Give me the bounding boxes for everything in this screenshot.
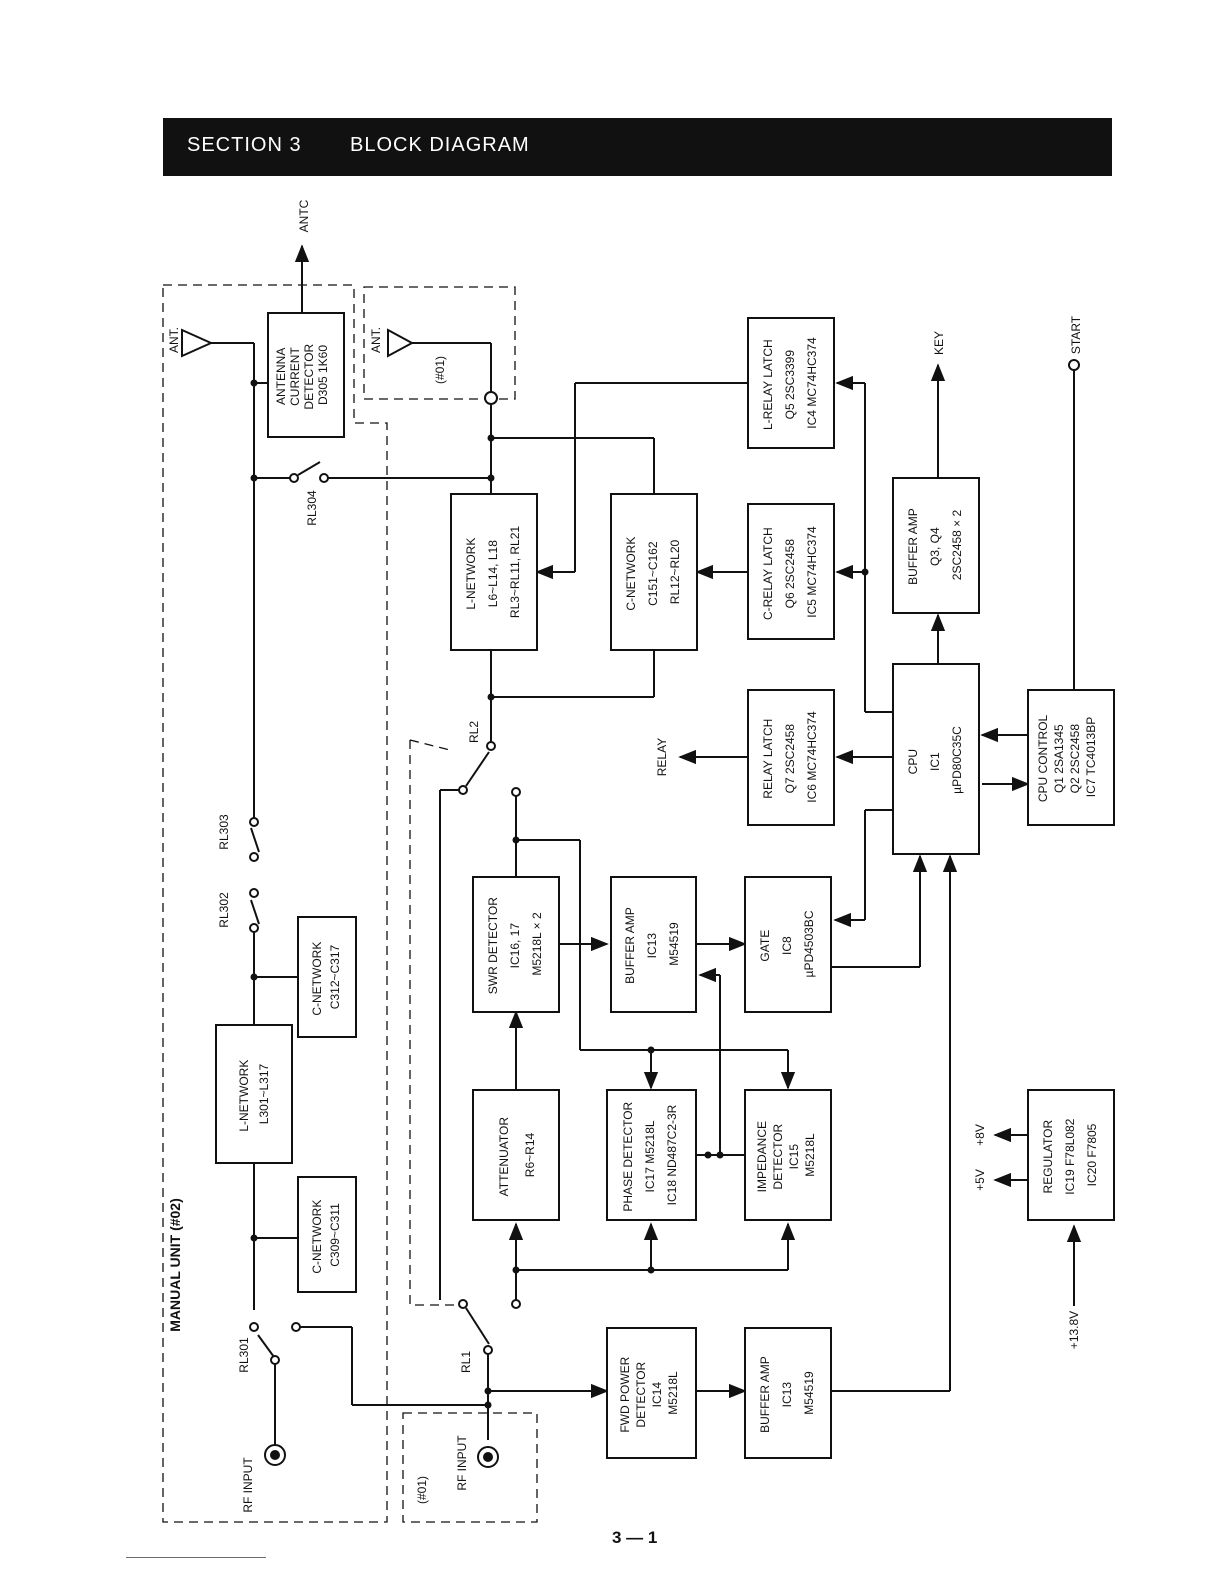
cpu-control-text: CPU CONTROL Q1 2SA1345 Q2 2SC2458 IC7 TC… [1036, 712, 1098, 802]
block-swr-detector [472, 876, 560, 1013]
buffer-amp-ic13-bottom-text: BUFFER AMP IC13 M54519 [758, 1353, 816, 1433]
buffer-amp-q3-text: BUFFER AMP Q3, Q4 2SC2458 × 2 [906, 505, 964, 585]
unit01-bottom-region [402, 1412, 538, 1523]
ant-01-label: ANT. [369, 327, 383, 353]
block-relay-latch [747, 689, 835, 826]
block-phase-detector [606, 1089, 697, 1221]
relay-latch-text: RELAY LATCH Q7 2SC2458 IC6 MC74HC374 [761, 711, 819, 803]
c-relay-latch-text: C-RELAY LATCH Q6 2SC2458 IC5 MC74HC374 [761, 524, 819, 620]
manual-unit-label: MANUAL UNIT (#02) [167, 1198, 183, 1332]
manual-unit-region [162, 284, 388, 1523]
unit01-bottom-label: (#01) [415, 1476, 429, 1504]
l-relay-latch-text: L-RELAY LATCH Q5 2SC3399 IC4 MC74HC374 [761, 336, 819, 430]
section-number: SECTION 3 [187, 134, 302, 156]
rl303-label: RL303 [217, 814, 231, 850]
impedance-detector-text: IMPEDANCE DETECTOR IC15 M5218L [755, 1118, 817, 1193]
plus13-8v-label: +13.8V [1067, 1311, 1081, 1349]
rf-input-manual-connector-icon [264, 1444, 286, 1466]
plus8v-label: +8V [973, 1124, 987, 1146]
c-network-main-text: C-NETWORK C151~C162 RL12~RL20 [624, 533, 682, 610]
page-number: 3 — 1 [612, 1528, 658, 1547]
block-cpu-control [1027, 689, 1115, 826]
rf-input-manual-label: RF INPUT [241, 1457, 255, 1513]
section-header-bar: SECTION 3 BLOCK DIAGRAM [163, 118, 1112, 176]
block-c-network-c309 [297, 1176, 357, 1293]
block-c-network-c312 [297, 916, 357, 1038]
ant-current-text: ANTENNA CURRENT DETECTOR D305 1K60 [274, 340, 330, 409]
block-ant-current [267, 312, 345, 438]
rl301-label: RL301 [237, 1337, 251, 1373]
regulator-text: REGULATOR IC19 F78L082 IC20 F7805 [1041, 1115, 1099, 1194]
attenuator-text: ATTENUATOR R6~R14 [497, 1114, 537, 1197]
l-network-manual-text: L-NETWORK L301~L317 [237, 1056, 271, 1131]
block-impedance-detector [744, 1089, 832, 1221]
phase-detector-text: PHASE DETECTOR IC17 M5218L IC18 ND487C2-… [621, 1098, 679, 1211]
block-buffer-amp-q3 [892, 477, 980, 614]
block-attenuator [472, 1089, 560, 1221]
fwd-power-text: FWD POWER DETECTOR IC14 M5218L [618, 1353, 680, 1432]
block-buffer-amp-ic13-top [610, 876, 697, 1013]
gate-text: GATE IC8 µPD4503BC [758, 910, 816, 977]
swr-detector-text: SWR DETECTOR IC16, 17 M5218L × 2 [486, 894, 544, 994]
cpu-text: CPU IC1 µPD80C35C [906, 726, 964, 794]
block-l-network-manual [215, 1024, 293, 1164]
section-title: BLOCK DIAGRAM [350, 134, 530, 156]
block-c-relay-latch [747, 503, 835, 640]
antenna-manual-icon [181, 328, 214, 358]
block-fwd-power [606, 1327, 697, 1459]
rl302-label: RL302 [217, 892, 231, 928]
block-regulator [1027, 1089, 1115, 1221]
rf-input-01-label: RF INPUT [455, 1435, 469, 1491]
ant-manual-label: ANT. [167, 327, 181, 353]
unit01-top-region [363, 286, 516, 400]
block-buffer-amp-ic13-bottom [744, 1327, 832, 1459]
antenna-01-icon [387, 328, 415, 358]
block-gate [744, 876, 832, 1013]
rl-link-dashed [409, 739, 458, 1306]
rl2-label: RL2 [467, 721, 481, 743]
block-l-network-main [450, 493, 538, 651]
c-network-c312-text: C-NETWORK C312~C317 [310, 938, 342, 1015]
block-l-relay-latch [747, 317, 835, 449]
footer-rule [126, 1557, 266, 1558]
c-network-c309-text: C-NETWORK C309~C311 [310, 1196, 342, 1273]
buffer-amp-ic13-top-text: BUFFER AMP IC13 M54519 [623, 904, 681, 984]
relay-label: RELAY [655, 738, 669, 776]
key-label: KEY [932, 331, 946, 355]
antc-label: ANTC [297, 199, 311, 232]
rl1-label: RL1 [459, 1351, 473, 1373]
rf-input-01-connector-icon [477, 1446, 499, 1468]
start-label: START [1069, 315, 1083, 354]
block-c-network-main [610, 493, 698, 651]
block-cpu [892, 663, 980, 855]
l-network-main-text: L-NETWORK L6~L14, L18 RL3~RL11, RL21 [464, 526, 522, 619]
unit01-top-label: (#01) [433, 356, 447, 384]
rl304-label: RL304 [305, 490, 319, 526]
plus5v-label: +5V [973, 1169, 987, 1191]
